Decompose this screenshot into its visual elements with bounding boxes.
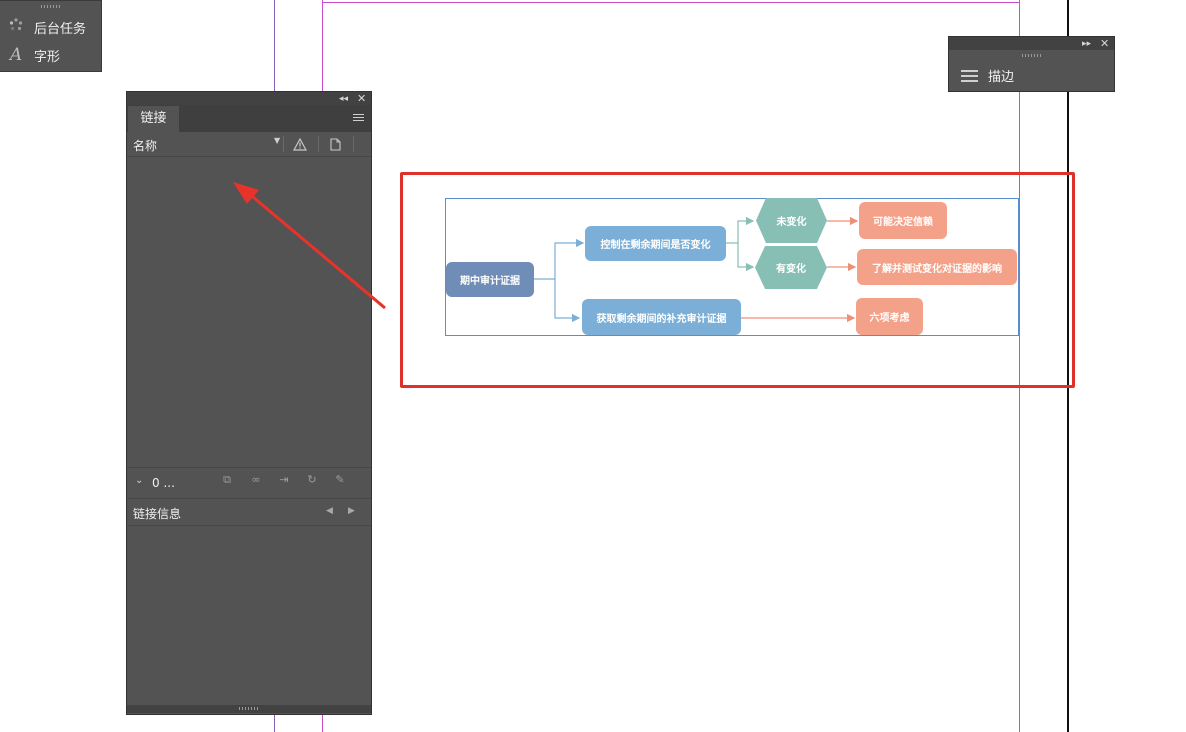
flow-node-branch-a[interactable]: 控制在剩余期间是否变化: [585, 226, 726, 261]
expand-chevron-icon[interactable]: ⌄: [135, 475, 144, 486]
panel-title-bar[interactable]: ◂◂ ✕: [127, 92, 371, 105]
flow-node-result-b[interactable]: 了解并测试变化对证据的影响: [857, 249, 1017, 285]
tasks-panel: 后台任务 A 字形: [0, 0, 102, 72]
tab-row: 链接: [127, 105, 371, 132]
flowchart-connectors: [534, 216, 859, 323]
flow-node-result-a[interactable]: 可能决定信赖: [859, 202, 947, 239]
stroke-title-bar[interactable]: ▸▸ ✕: [949, 37, 1114, 50]
link-info-header[interactable]: 链接信息 ◀ ▶: [127, 501, 371, 526]
flow-node-hex-b[interactable]: 有变化: [755, 246, 827, 289]
grip-lines: [1021, 54, 1042, 57]
stroke-icon: [961, 69, 978, 82]
grip-lines: [239, 707, 259, 710]
flow-node-hex-a[interactable]: 未变化: [756, 198, 827, 243]
background-tasks-item[interactable]: 后台任务: [6, 17, 86, 37]
page-border-right: [1067, 0, 1069, 732]
close-icon[interactable]: ✕: [357, 92, 367, 105]
page-icon[interactable]: [330, 136, 341, 155]
stroke-item[interactable]: 描边: [961, 66, 1014, 85]
background-tasks-label: 后台任务: [34, 21, 87, 37]
margin-guide-right: [1019, 0, 1020, 732]
glyphs-icon: A: [9, 45, 23, 65]
panel-bottom-grip[interactable]: [127, 705, 371, 713]
collapse-icon[interactable]: ◂◂: [339, 94, 349, 104]
update-link-icon[interactable]: ↻: [307, 473, 317, 486]
tab-links[interactable]: 链接: [128, 106, 179, 132]
column-separator: [353, 136, 354, 152]
relink-to-folder-icon[interactable]: ⧉: [223, 473, 231, 486]
prev-link-icon[interactable]: ◀: [326, 506, 333, 516]
annotation-arrow: [233, 182, 386, 310]
flow-node-branch-b[interactable]: 获取剩余期间的补充审计证据: [582, 299, 741, 335]
flow-node-root[interactable]: 期中审计证据: [446, 262, 534, 297]
panel-menu-icon[interactable]: [353, 114, 364, 122]
link-count: 0 ...: [152, 476, 175, 490]
relink-icon[interactable]: ∞: [251, 473, 261, 486]
glyphs-label: 字形: [34, 49, 61, 65]
highlight-box: [400, 172, 1075, 388]
glyphs-item[interactable]: A 字形: [6, 45, 60, 65]
stroke-label: 描边: [988, 70, 1015, 85]
background-tasks-icon: [6, 17, 26, 37]
column-name-label[interactable]: 名称: [133, 139, 158, 153]
margin-guide-top: [322, 2, 1020, 3]
sort-dropdown-icon[interactable]: ▼: [274, 136, 281, 145]
flow-node-result-c[interactable]: 六项考虑: [856, 298, 923, 335]
column-separator: [283, 136, 284, 152]
expand-icon[interactable]: ▸▸: [1082, 39, 1092, 49]
next-link-icon[interactable]: ▶: [348, 506, 355, 516]
close-icon[interactable]: ✕: [1100, 37, 1110, 50]
link-info-label: 链接信息: [133, 507, 182, 521]
go-to-link-icon[interactable]: ⇥: [279, 473, 289, 486]
stroke-panel: ▸▸ ✕ 描边: [948, 36, 1115, 92]
edit-original-icon[interactable]: ✎: [335, 473, 345, 486]
column-separator: [318, 136, 319, 152]
links-toolbar: ⌄ 0 ...: [127, 467, 371, 499]
column-header: 名称 ▼: [127, 132, 371, 157]
warning-icon[interactable]: [292, 136, 308, 155]
panel-grip[interactable]: [40, 5, 61, 8]
